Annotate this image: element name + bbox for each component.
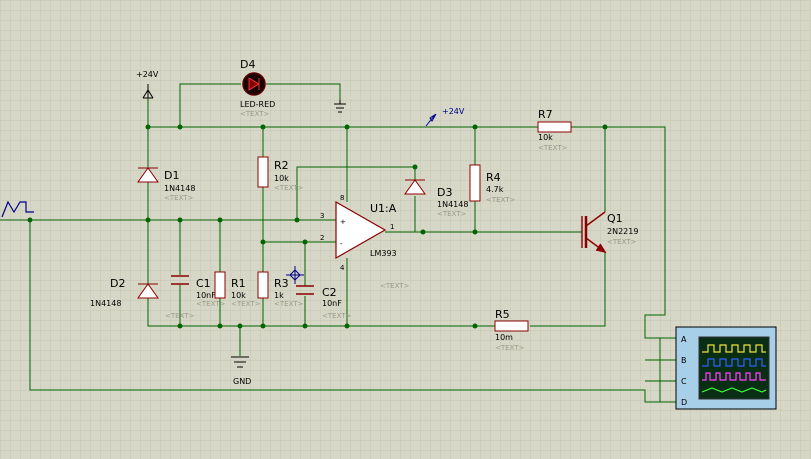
resistor-icon (257, 271, 269, 299)
resistor-icon (537, 121, 572, 133)
r1-value: 10k (231, 291, 246, 300)
probe-marker-icon[interactable] (286, 266, 304, 284)
r5-value: 10m (495, 333, 513, 342)
transistor-q1[interactable]: Q1 2N2219 <TEXT> (581, 211, 638, 254)
net-flag-icon (425, 113, 437, 127)
d1-ref: D1 (164, 169, 179, 182)
r2-value: 10k (274, 174, 289, 183)
capacitor-icon (296, 285, 314, 295)
d2-value: 1N4148 (90, 299, 121, 308)
c1-ref: C1 (196, 277, 211, 290)
comparator-u1a[interactable]: + - 3 2 1 8 4 U1:A LM393 (320, 194, 397, 272)
c2-value: 10nF (322, 299, 342, 308)
u1-plus-pin: + (340, 218, 346, 226)
net-label-text: +24V (442, 107, 465, 116)
r2-text: <TEXT> (274, 184, 304, 192)
r1-ref: R1 (231, 277, 246, 290)
u1-pin8: 8 (340, 194, 344, 202)
u1-pin4: 4 (340, 264, 345, 272)
ground-terminal[interactable]: GND (231, 356, 251, 386)
r7-text: <TEXT> (538, 144, 568, 152)
power-terminal[interactable]: +24V (136, 70, 159, 99)
r1-text: <TEXT> (231, 300, 261, 308)
scope-channel-b: B (681, 356, 687, 365)
d4-ref: D4 (240, 58, 255, 71)
npn-transistor-icon (581, 211, 607, 254)
resistor-icon (469, 164, 481, 202)
d4-value: LED-RED (240, 100, 275, 109)
scope-screen (698, 336, 770, 400)
r7-value: 10k (538, 133, 553, 142)
scope-waveforms-icon (701, 344, 767, 393)
op-amp-icon (335, 200, 387, 260)
diode-icon (137, 283, 159, 299)
resistor-r4[interactable]: R4 4.7k <TEXT> (469, 164, 516, 204)
d3-value: 1N4148 (437, 200, 468, 209)
scope-channel-a: A (681, 335, 687, 344)
c2-text: <TEXT> (322, 312, 352, 320)
r5-text: <TEXT> (495, 344, 525, 352)
diode-icon (137, 167, 159, 183)
diode-d1[interactable]: D1 1N4148 <TEXT> (137, 162, 195, 202)
resistor-r2[interactable]: R2 10k <TEXT> (257, 156, 304, 192)
q1-ref: Q1 (607, 212, 623, 225)
d2-ref: D2 (110, 277, 125, 290)
r4-ref: R4 (486, 171, 501, 184)
diode-d3[interactable]: D3 1N4148 <TEXT> (404, 179, 468, 218)
resistor-r1[interactable]: R1 10k <TEXT> (214, 271, 261, 308)
resistor-r3[interactable]: R3 1k <TEXT> (257, 271, 304, 308)
r3-value: 1k (274, 291, 284, 300)
capacitor-c1[interactable]: C1 10nF <TEXT> (171, 275, 226, 308)
u1-pin3: 3 (320, 212, 324, 220)
net-label-24v[interactable]: +24V (425, 107, 465, 127)
misc-text-1: <TEXT> (165, 312, 195, 320)
r4-text: <TEXT> (486, 196, 516, 204)
u1-pin1: 1 (390, 223, 394, 231)
junction-dots (27, 124, 608, 329)
ground-label: GND (233, 377, 251, 386)
c1-value: 10nF (196, 291, 216, 300)
oscilloscope[interactable]: A B C D (645, 326, 777, 410)
r3-ref: R3 (274, 277, 289, 290)
diode-icon (404, 179, 426, 195)
d1-text: <TEXT> (164, 194, 194, 202)
r3-text: <TEXT> (274, 300, 304, 308)
led-diode-icon (248, 77, 260, 91)
d1-value: 1N4148 (164, 184, 195, 193)
u1-ref: U1:A (370, 202, 397, 215)
r4-value: 4.7k (486, 185, 504, 194)
resistor-icon (257, 156, 269, 188)
u1-pin2: 2 (320, 234, 324, 242)
u1-text: <TEXT> (380, 282, 410, 290)
resistor-icon (494, 320, 529, 332)
capacitor-c2[interactable]: C2 10nF <TEXT> (296, 285, 352, 320)
c2-ref: C2 (322, 286, 337, 299)
q1-value: 2N2219 (607, 227, 638, 236)
square-wave-generator-icon[interactable] (1, 200, 34, 218)
d3-ref: D3 (437, 186, 452, 199)
c1-text: <TEXT> (196, 300, 226, 308)
diode-d2[interactable]: D2 1N4148 (90, 277, 159, 308)
power-label: +24V (136, 70, 159, 79)
r2-ref: R2 (274, 159, 289, 172)
d4-text: <TEXT> (240, 110, 270, 118)
capacitor-icon (171, 275, 189, 285)
r5-ref: R5 (495, 308, 510, 321)
ground-icon (231, 356, 249, 368)
r7-ref: R7 (538, 108, 553, 121)
d3-text: <TEXT> (437, 210, 467, 218)
resistor-r5[interactable]: R5 10m <TEXT> (494, 308, 529, 352)
u1-value: LM393 (370, 249, 397, 258)
ground-icon (334, 100, 346, 113)
resistor-r7[interactable]: R7 10k <TEXT> (537, 108, 572, 152)
resistor-icon (214, 271, 226, 299)
q1-text: <TEXT> (607, 238, 637, 246)
u1-minus-pin: - (340, 240, 343, 248)
led-d4[interactable]: D4 LED-RED <TEXT> (240, 58, 275, 118)
scope-channel-d: D (681, 398, 687, 407)
scope-channel-c: C (681, 377, 687, 386)
